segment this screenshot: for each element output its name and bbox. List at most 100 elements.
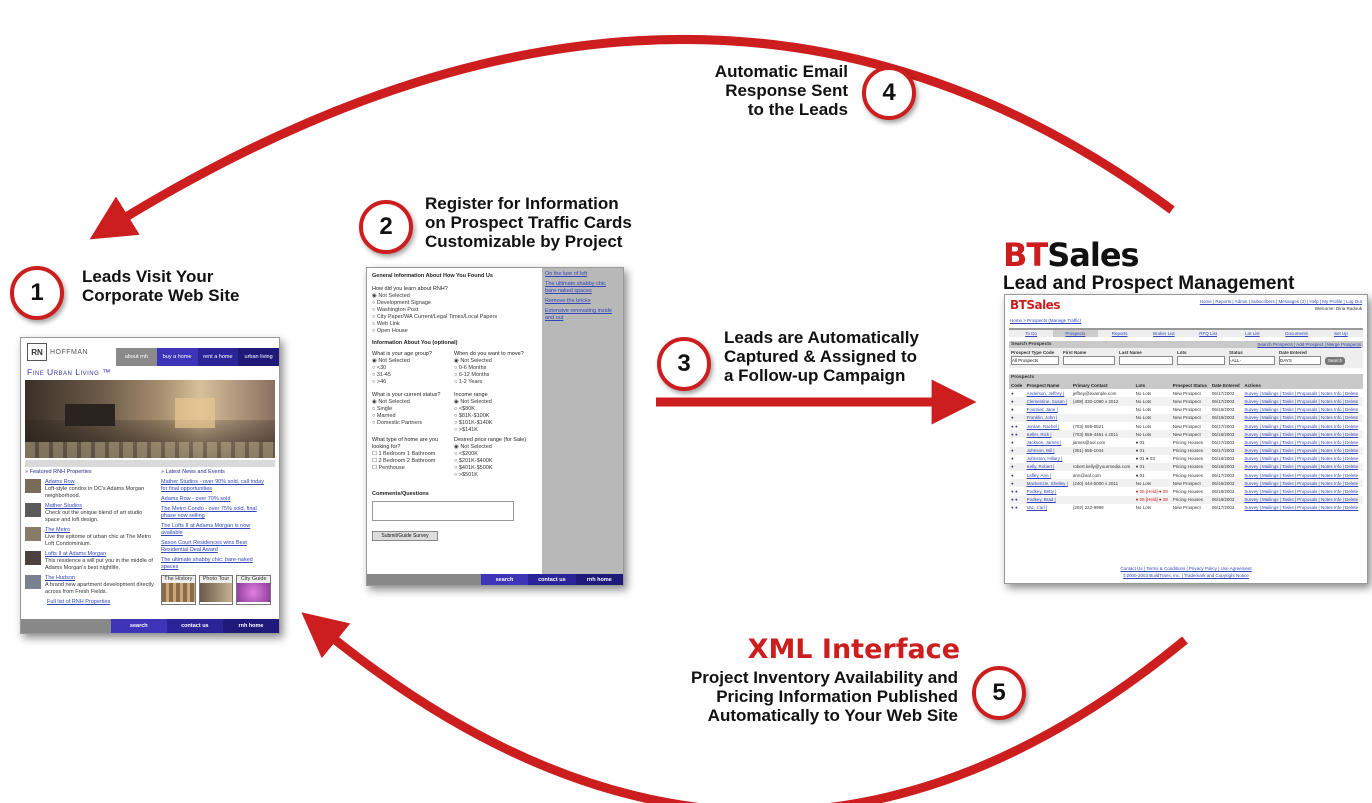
news-item[interactable]: Mather Studios - over 90% sold, call tod… (161, 479, 265, 492)
column-header[interactable]: Lots (1133, 381, 1171, 390)
property-name[interactable]: Lofts II at Adams Morgan (45, 551, 107, 557)
row-prospect-name[interactable]: Kelly, Robert | (1024, 462, 1071, 472)
checkbox-option[interactable]: ☐ 2 Bedroom 2 Bathroom (372, 458, 436, 464)
column-header[interactable]: Prospect Status (1170, 381, 1210, 390)
radio-option[interactable]: ○ >$501K (454, 472, 478, 478)
radio-option[interactable]: ○ $201K-$400K (454, 458, 493, 464)
date-select[interactable]: DAYS (1279, 356, 1321, 365)
app-footer-copyright[interactable]: ©2000-2003 BuildTrans, Inc. | Trademark … (1123, 573, 1249, 578)
row-prospect-name[interactable]: Mackenzie, Shelley | (1024, 479, 1071, 488)
tab-prospects[interactable]: Prospects (1053, 330, 1098, 337)
radio-option[interactable]: ◉ Not Selected (454, 399, 492, 405)
app-top-links[interactable]: Home | Reports | Admin | Subscribers | M… (1199, 299, 1362, 304)
checkbox-option[interactable]: ☐ Penthouse (372, 465, 405, 471)
row-actions[interactable]: Survey | Mailings | Tasks | Proposals | … (1242, 462, 1363, 472)
site-footer-search[interactable]: search (110, 619, 167, 633)
news-item[interactable]: The Metro Condo - over 75% sold, final p… (161, 506, 257, 519)
radio-option[interactable]: ○ City Paper/WA Current/Legal Times/Loca… (372, 314, 498, 320)
row-prospect-name[interactable]: Lafley, Ann | (1026, 472, 1051, 478)
radio-option[interactable]: ○ Washington Post (372, 307, 419, 313)
sidebar-link[interactable]: The ultimate shabby chic bare-naked spac… (545, 281, 606, 294)
site-nav-buy[interactable]: buy a home (156, 348, 198, 366)
radio-option[interactable]: ○ >46 (372, 379, 387, 385)
column-header[interactable]: Date Entered (1209, 381, 1243, 390)
radio-option[interactable]: ○ >$141K (454, 427, 478, 433)
tab-documents[interactable]: Documents (1274, 330, 1319, 337)
tile-history[interactable]: The History (161, 575, 196, 605)
news-item[interactable]: Saxon Court Residences wins Best Residen… (161, 540, 247, 553)
table-row[interactable]: ●Mackenzie, Shelley | (240) 444-5000 x 2… (1009, 479, 1363, 488)
radio-option[interactable]: ○ Open House (372, 328, 408, 334)
form-footer-contact[interactable]: contact us (528, 574, 576, 585)
search-button[interactable]: Search (1325, 356, 1345, 365)
column-header[interactable]: Actions (1242, 381, 1363, 390)
radio-option[interactable]: ○ Single (372, 406, 393, 412)
last-name-input[interactable] (1119, 356, 1173, 365)
tile-city-guide[interactable]: City Guide (236, 575, 272, 605)
row-prospect-name[interactable]: Clementine, Susan | (1024, 397, 1071, 406)
row-actions[interactable]: Survey | Mailings | Tasks | Proposals | … (1242, 479, 1363, 488)
site-footer-home[interactable]: rnh home (222, 619, 279, 633)
table-row[interactable]: ●Kelly, Robert | robert.kelly@yourmedia.… (1009, 462, 1363, 472)
tab-reports[interactable]: Reports (1097, 330, 1142, 337)
radio-option[interactable]: ○ 0-6 Months (454, 365, 487, 371)
row-actions[interactable]: Survey | Mailings | Tasks | Proposals | … (1244, 423, 1359, 429)
property-name[interactable]: The Metro (45, 527, 71, 533)
tab-broker-list[interactable]: Broker List (1141, 330, 1186, 337)
row-actions[interactable]: Survey | Mailings | Tasks | Proposals | … (1242, 430, 1363, 439)
radio-option[interactable]: ○ $81K-$100K (454, 413, 490, 419)
comments-textarea[interactable] (372, 501, 514, 521)
search-panel-links[interactable]: Search Prospects | Add Prospect | Merge … (1257, 342, 1361, 347)
app-footer-links[interactable]: Contact Us | Terms & Conditions | Privac… (1120, 566, 1252, 571)
radio-option[interactable]: ○ Web Link (372, 321, 400, 327)
checkbox-option[interactable]: ☐ 1 Bedroom 1 Bathroom (372, 451, 436, 457)
radio-option[interactable]: ○ Development Signage (372, 300, 431, 306)
table-row[interactable]: ●Anderson, Jeffrey | jeffrey@example.com… (1009, 389, 1363, 397)
tab-lot-list[interactable]: Lot List (1230, 330, 1275, 337)
full-properties-link[interactable]: Full list of RNH Properties (47, 599, 111, 605)
site-nav-urban[interactable]: urban living (238, 348, 279, 366)
submit-button[interactable]: Submit/Guide Survey (372, 531, 438, 541)
row-actions[interactable]: Survey | Mailings | Tasks | Proposals | … (1242, 446, 1363, 455)
tab-to-do[interactable]: To Do (1009, 330, 1054, 337)
radio-option[interactable]: ◉ Not Selected (454, 444, 492, 450)
tab-set-up[interactable]: Set Up (1318, 330, 1363, 337)
column-header[interactable]: Primary Contact (1070, 381, 1134, 390)
radio-option[interactable]: ○ <30 (372, 365, 387, 371)
radio-option[interactable]: ○ $101K-$140K (454, 420, 493, 426)
row-actions[interactable]: Survey | Mailings | Tasks | Proposals | … (1242, 495, 1363, 504)
property-name[interactable]: Mather Studios (45, 503, 82, 509)
site-nav-rent[interactable]: rent a home (197, 348, 239, 366)
column-header[interactable]: Code (1009, 381, 1025, 390)
row-actions[interactable]: Survey | Mailings | Tasks | Proposals | … (1244, 456, 1359, 462)
site-footer-contact[interactable]: contact us (166, 619, 223, 633)
row-prospect-name[interactable]: Jordan, Rachel | (1026, 423, 1060, 429)
first-name-input[interactable] (1063, 356, 1115, 365)
row-actions[interactable]: Survey | Mailings | Tasks | Proposals | … (1244, 505, 1359, 511)
radio-option[interactable]: ○ 31-45 (372, 372, 391, 378)
radio-option[interactable]: ○ 1-2 Years (454, 379, 483, 385)
row-prospect-name[interactable]: Podkey, Brad | (1024, 495, 1071, 504)
radio-option[interactable]: ○ <$80K (454, 406, 475, 412)
row-actions[interactable]: Survey | Mailings | Tasks | Proposals | … (1242, 397, 1363, 406)
form-footer-search[interactable]: search (480, 574, 529, 585)
radio-option[interactable]: ○ Domestic Partners (372, 420, 423, 426)
row-prospect-name[interactable]: Anderson, Jeffrey | (1026, 390, 1065, 396)
row-actions[interactable]: Survey | Mailings | Tasks | Proposals | … (1242, 413, 1363, 422)
radio-option[interactable]: ◉ Not Selected (372, 358, 410, 364)
radio-option[interactable]: ○ <$200K (454, 451, 478, 457)
form-footer-home[interactable]: rnh home (575, 574, 623, 585)
